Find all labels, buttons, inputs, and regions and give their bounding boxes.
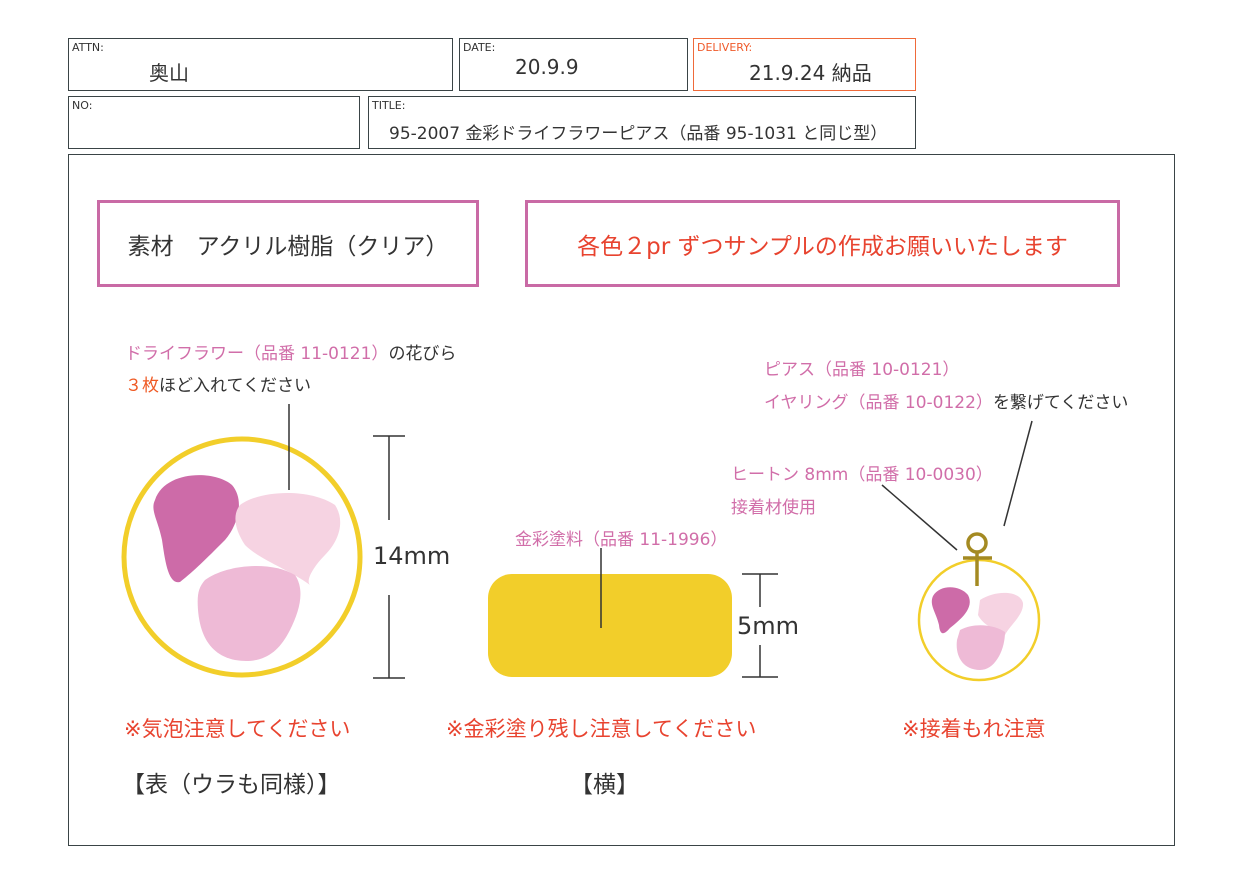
title-field: TITLE: 95-2007 金彩ドライフラワーピアス（品番 95-1031 と… <box>368 96 916 149</box>
material-text: 素材 アクリル樹脂（クリア） <box>127 233 449 260</box>
delivery-field: DELIVERY: 21.9.24 納品 <box>693 38 916 91</box>
petal-count: ３枚 <box>125 376 159 396</box>
petal-mid <box>197 565 301 661</box>
no-label: NO: <box>72 99 93 112</box>
request-box: 各色２pr ずつサンプルの作成お願いいたします <box>525 200 1120 287</box>
attn-label: ATTN: <box>72 41 104 54</box>
side-caption: 【横】 <box>570 772 639 798</box>
side-view <box>488 548 778 678</box>
attn-value: 奥山 <box>149 61 189 85</box>
front-dimension: 14mm <box>373 542 451 570</box>
date-field: DATE: 20.9.9 <box>459 38 688 91</box>
earring-note: イヤリング（品番 10-0122）を繋げてください <box>764 388 1128 413</box>
front-dimension-line <box>373 435 405 679</box>
material-box: 素材 アクリル樹脂（クリア） <box>97 200 479 287</box>
small-circle-outline <box>917 558 1041 682</box>
finding-view <box>881 420 1041 682</box>
front-note-2-black: ほど入れてください <box>159 376 311 396</box>
earring-note-pink: イヤリング（品番 10-0122） <box>764 393 993 413</box>
front-circle-outline <box>121 436 363 678</box>
side-note: 金彩塗料（品番 11-1996） <box>515 530 728 550</box>
front-note-2: ３枚ほど入れてください <box>125 371 311 396</box>
piercing-note: ピアス（品番 10-0121） <box>764 360 960 380</box>
drawing-frame <box>68 154 1175 846</box>
no-field: NO: <box>68 96 360 149</box>
delivery-label: DELIVERY: <box>697 41 753 54</box>
side-bar-shape <box>488 574 732 677</box>
front-note-black: の花びら <box>388 344 457 364</box>
side-dimension-line <box>742 573 778 678</box>
front-view <box>121 404 405 679</box>
date-value: 20.9.9 <box>515 55 579 79</box>
front-caption: 【表（ウラも同様）】 <box>122 772 341 798</box>
finding-caution: ※接着もれ注意 <box>902 717 1046 741</box>
adhesive-note: 接着材使用 <box>731 498 816 518</box>
delivery-value: 21.9.24 納品 <box>749 61 872 85</box>
request-text: 各色２pr ずつサンプルの作成お願いいたします <box>577 233 1068 260</box>
front-note-pink: ドライフラワー（品番 11-0121） <box>125 344 389 364</box>
petal-light <box>235 492 341 585</box>
earring-note-black: を繋げてください <box>992 393 1129 413</box>
date-label: DATE: <box>463 41 496 54</box>
front-caution: ※気泡注意してください <box>124 717 351 741</box>
side-caution: ※金彩塗り残し注意してください <box>446 717 757 741</box>
eyepin-ring <box>966 532 988 554</box>
title-label: TITLE: <box>372 99 406 112</box>
heaton-leader-line <box>881 484 958 551</box>
piercing-leader-line <box>1003 420 1033 527</box>
petal-dark <box>153 475 239 583</box>
heaton-note: ヒートン 8mm（品番 10-0030） <box>731 465 993 485</box>
front-note: ドライフラワー（品番 11-0121）の花びら <box>125 339 456 364</box>
title-value: 95-2007 金彩ドライフラワーピアス（品番 95-1031 と同じ型） <box>389 124 888 144</box>
attn-field: ATTN: 奥山 <box>68 38 453 91</box>
side-dimension: 5mm <box>737 612 800 640</box>
